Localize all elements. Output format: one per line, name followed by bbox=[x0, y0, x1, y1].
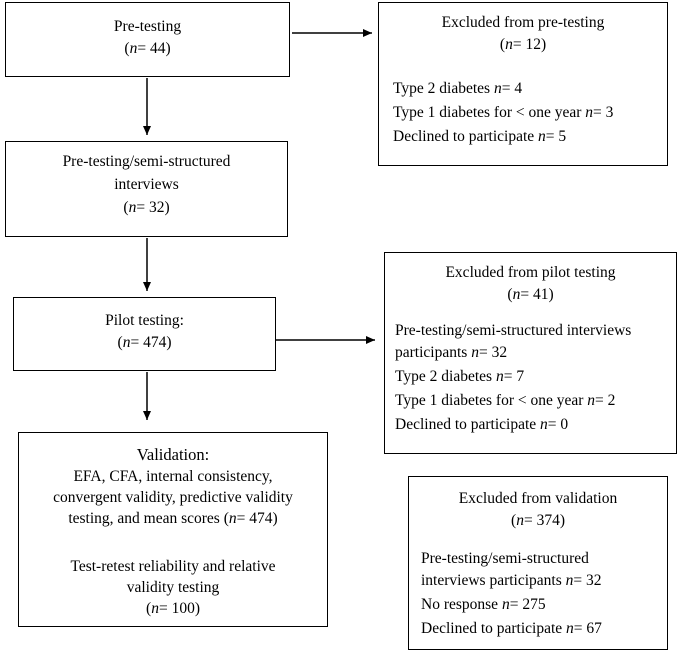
pretesting-box: Pre-testing (n= 44) bbox=[5, 2, 290, 77]
validation-line5: validity testing bbox=[126, 579, 220, 596]
excluded-pretesting-count: (n= 12) bbox=[499, 36, 547, 53]
excluded-validation-item: No response n= 275 bbox=[421, 596, 546, 613]
validation-line3: testing, and mean scores (n= 474) bbox=[68, 510, 278, 527]
excluded-pilot-item1-line2: participants n= 32 bbox=[395, 344, 508, 361]
excluded-validation-item: Declined to participate n= 67 bbox=[421, 620, 602, 637]
validation-line1: EFA, CFA, internal consistency, bbox=[73, 468, 273, 485]
excluded-validation-count: (n= 374) bbox=[511, 512, 565, 529]
validation-count: (n= 100) bbox=[146, 600, 200, 617]
excluded-pilot-item: Type 1 diabetes for < one year n= 2 bbox=[395, 392, 616, 409]
excluded-validation-title: Excluded from validation bbox=[458, 490, 618, 507]
excluded-validation-box: Excluded from validation (n= 374) Pre-te… bbox=[408, 476, 668, 650]
pretesting-title: Pre-testing bbox=[113, 18, 182, 35]
excluded-pretesting-box: Excluded from pre-testing (n= 12) Type 2… bbox=[378, 2, 668, 166]
excluded-validation-item1-line2: interviews participants n= 32 bbox=[421, 572, 602, 589]
excluded-pilot-title: Excluded from pilot testing bbox=[445, 264, 616, 281]
validation-line4: Test-retest reliability and relative bbox=[70, 558, 276, 575]
excluded-pretesting-item: Declined to participate n= 5 bbox=[393, 128, 567, 145]
pretesting-count: (n= 44) bbox=[124, 40, 171, 57]
interviews-count: (n= 32) bbox=[123, 199, 170, 216]
excluded-pretesting-title: Excluded from pre-testing bbox=[441, 14, 605, 31]
pilot-count: (n= 474) bbox=[117, 334, 172, 351]
excluded-pilot-item: Type 2 diabetes n= 7 bbox=[395, 368, 525, 385]
excluded-pilot-item: Declined to participate n= 0 bbox=[395, 416, 569, 433]
excluded-pretesting-item: Type 2 diabetes n= 4 bbox=[393, 80, 523, 97]
interviews-title-line1: Pre-testing/semi-structured bbox=[62, 153, 231, 170]
interviews-box: Pre-testing/semi-structured interviews (… bbox=[5, 141, 288, 237]
validation-title: Validation: bbox=[136, 445, 210, 464]
excluded-pilot-box: Excluded from pilot testing (n= 41) Pre-… bbox=[384, 252, 677, 454]
validation-box: Validation: EFA, CFA, internal consisten… bbox=[18, 432, 328, 627]
pilot-title: Pilot testing: bbox=[105, 312, 184, 329]
interviews-title-line2: interviews bbox=[114, 176, 179, 193]
pilot-box: Pilot testing: (n= 474) bbox=[13, 297, 276, 371]
excluded-validation-item1-line1: Pre-testing/semi-structured bbox=[421, 550, 589, 567]
excluded-pretesting-item: Type 1 diabetes for < one year n= 3 bbox=[393, 104, 614, 121]
excluded-pilot-item1-line1: Pre-testing/semi-structured interviews bbox=[395, 322, 632, 339]
excluded-pilot-count: (n= 41) bbox=[507, 286, 554, 303]
validation-line2: convergent validity, predictive validity bbox=[53, 489, 293, 506]
